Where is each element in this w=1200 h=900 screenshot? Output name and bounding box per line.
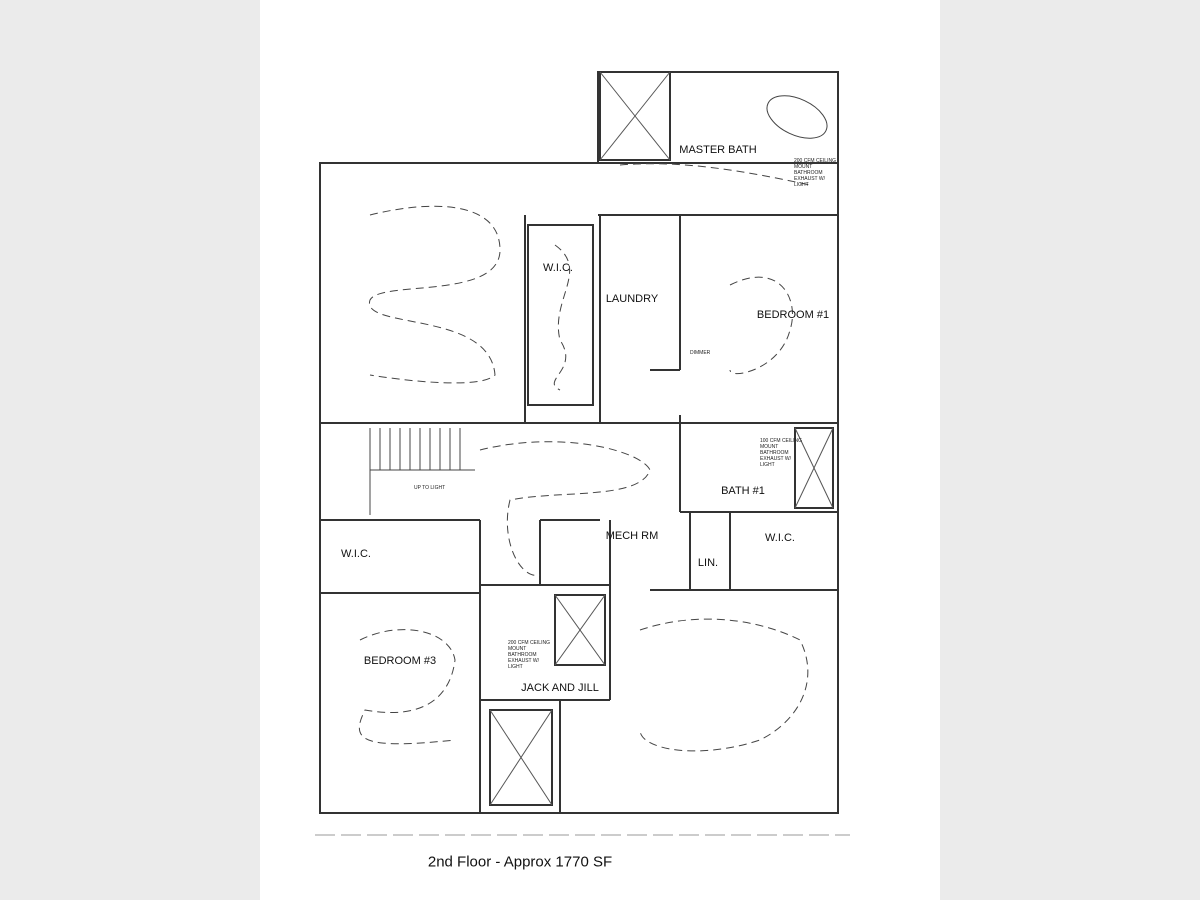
floor-caption: 2nd Floor - Approx 1770 SF xyxy=(427,853,613,871)
wiring-runs xyxy=(358,163,811,752)
room-label-bedroom-1: BEDROOM #1 xyxy=(756,309,830,321)
room-label-wic-top: W.I.C. xyxy=(543,262,573,274)
room-label-jack-and-jill: JACK AND JILL xyxy=(521,682,599,694)
walls xyxy=(319,71,839,814)
diagonal-markers xyxy=(489,71,834,806)
note-exhaust-bath1: 100 CFM CEILING MOUNT BATHROOM EXHAUST W… xyxy=(760,438,802,468)
room-label-linen: LIN. xyxy=(697,557,719,569)
bathtub xyxy=(766,95,828,139)
note-dimmer: DIMMER xyxy=(690,350,711,356)
note-exhaust-jj: 200 CFM CEILING MOUNT BATHROOM EXHAUST W… xyxy=(508,640,550,670)
note-up-to-light: UP TO LIGHT xyxy=(414,485,446,491)
note-exhaust-master: 200 CFM CEILING MOUNT BATHROOM EXHAUST W… xyxy=(794,158,836,188)
room-label-master-bath: MASTER BATH xyxy=(679,144,757,156)
room-label-wic-right: W.I.C. xyxy=(765,532,795,544)
room-label-bedroom-3: BEDROOM #3 xyxy=(363,655,437,667)
room-label-laundry: LAUNDRY xyxy=(605,293,659,305)
room-label-bath-1: BATH #1 xyxy=(721,485,765,497)
stairs xyxy=(369,428,475,515)
room-label-mech-rm: MECH RM xyxy=(605,530,659,542)
room-label-wic-left: W.I.C. xyxy=(341,548,371,560)
